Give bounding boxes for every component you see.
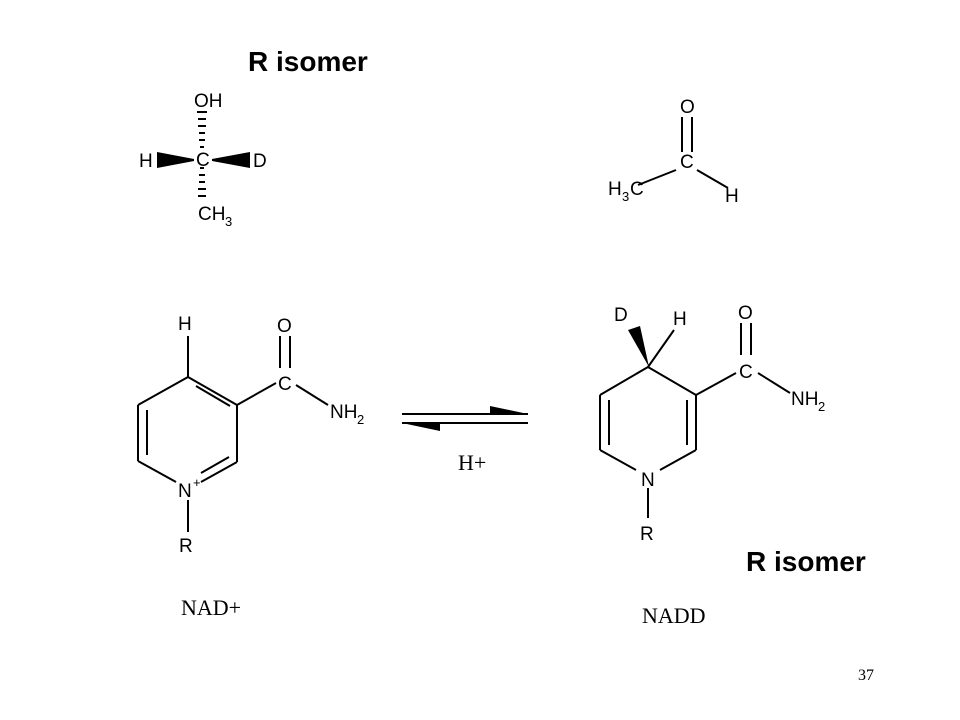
- top-heading: R isomer: [248, 46, 368, 77]
- ethanol-carbon-text: C: [196, 150, 210, 171]
- acetaldehyde-h3c-h-text: H: [608, 179, 622, 200]
- reaction-condition-text: H+: [458, 450, 486, 475]
- ethanol-ch-text: CH: [198, 204, 225, 225]
- ethanol-hashed-bond-oh: [197, 111, 207, 148]
- ethanol-hashed-bond-ch3: [198, 167, 206, 197]
- ethanol-h-text: H: [139, 151, 153, 172]
- nad-nh-subscript: 2: [357, 412, 364, 427]
- reverse-arrow-head: [402, 423, 440, 431]
- nadd-label: NADD: [642, 603, 706, 628]
- nadd-r-text: R: [640, 524, 654, 545]
- acetaldehyde-carbon-text: C: [680, 152, 694, 173]
- nadd-h-text: H: [673, 309, 687, 330]
- nad-nh-text: NH: [330, 402, 357, 423]
- nadd-n-text: N: [641, 470, 655, 491]
- ethanol-wedge-d: [212, 152, 250, 168]
- equilibrium-arrows: [402, 406, 528, 431]
- nadd-wedge-d: [628, 326, 649, 367]
- nadd-o-text: O: [738, 303, 753, 324]
- nadd-nh-subscript: 2: [818, 399, 825, 414]
- nadd-c-text: C: [739, 362, 753, 383]
- ethanol-d-text: D: [253, 151, 267, 172]
- ethanol-wedge-h-shape: [157, 152, 194, 168]
- nad-n-text: N: [178, 481, 192, 502]
- nadd-d-text: D: [614, 305, 628, 326]
- nad-r-text: R: [179, 536, 193, 557]
- acetaldehyde-o-text: O: [680, 97, 695, 118]
- forward-arrow-head: [490, 406, 528, 414]
- acetaldehyde-bond-h: [696, 169, 729, 189]
- ethanol-oh-text: OH: [194, 91, 223, 112]
- nadd-nh-text: NH: [791, 389, 818, 410]
- acetaldehyde-h3c-subscript: 3: [622, 189, 629, 204]
- ethanol-ch-subscript: 3: [225, 214, 232, 229]
- bottom-heading: R isomer: [746, 546, 866, 577]
- ethanol-molecule: [157, 111, 250, 197]
- acetaldehyde-bond-ch3: [637, 169, 677, 186]
- acetaldehyde-molecule: [637, 117, 729, 189]
- nadd-molecule: [599, 323, 791, 518]
- nad-o-text: O: [277, 316, 292, 337]
- acetaldehyde-h3c-c-text: C: [630, 179, 644, 200]
- nad-label: NAD+: [181, 595, 242, 620]
- page-number: 37: [858, 667, 874, 684]
- nad-molecule: [137, 336, 329, 532]
- nad-c-text: C: [278, 374, 292, 395]
- nad-h-text: H: [178, 314, 192, 335]
- acetaldehyde-h-text: H: [725, 186, 739, 207]
- nad-n-charge: +: [193, 475, 201, 490]
